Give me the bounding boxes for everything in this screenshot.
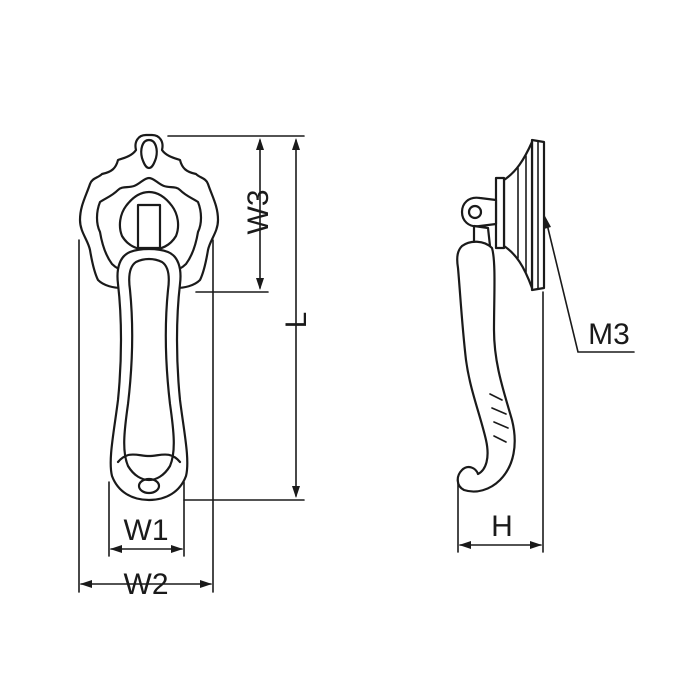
handle-bottom-ornament bbox=[116, 453, 182, 464]
arrowhead bbox=[80, 580, 92, 588]
side-grip-hatch bbox=[489, 393, 509, 443]
arrowhead bbox=[256, 138, 264, 150]
arrowhead bbox=[110, 545, 122, 553]
side-handle bbox=[456, 240, 516, 493]
label-w3: W3 bbox=[242, 190, 275, 235]
top-ornament bbox=[140, 138, 158, 170]
leader-m3 bbox=[545, 219, 635, 353]
arrowhead bbox=[544, 216, 551, 229]
handle-outer bbox=[109, 247, 189, 502]
side-hinge bbox=[460, 196, 498, 228]
label-m3: M3 bbox=[588, 318, 630, 351]
arrowhead bbox=[200, 580, 212, 588]
arrowhead bbox=[459, 541, 471, 549]
arrowhead bbox=[171, 545, 183, 553]
front-view bbox=[78, 133, 220, 502]
side-view bbox=[456, 138, 546, 493]
hinge-knuckle bbox=[136, 203, 162, 250]
front-dimensions: W3 L W1 W2 bbox=[78, 135, 313, 601]
side-collar bbox=[494, 176, 506, 250]
label-w1: W1 bbox=[124, 514, 169, 547]
label-h: H bbox=[491, 510, 513, 543]
arrowhead bbox=[256, 278, 264, 290]
label-w2: W2 bbox=[124, 568, 169, 601]
arrowhead bbox=[292, 138, 300, 150]
handle-inner bbox=[123, 257, 175, 482]
arrowhead bbox=[530, 541, 542, 549]
side-hinge-pin bbox=[467, 204, 483, 220]
side-dimensions: H M3 bbox=[457, 216, 635, 553]
handle-bottom-knob bbox=[137, 477, 161, 495]
arrowhead bbox=[292, 486, 300, 498]
label-l: L bbox=[280, 312, 313, 329]
